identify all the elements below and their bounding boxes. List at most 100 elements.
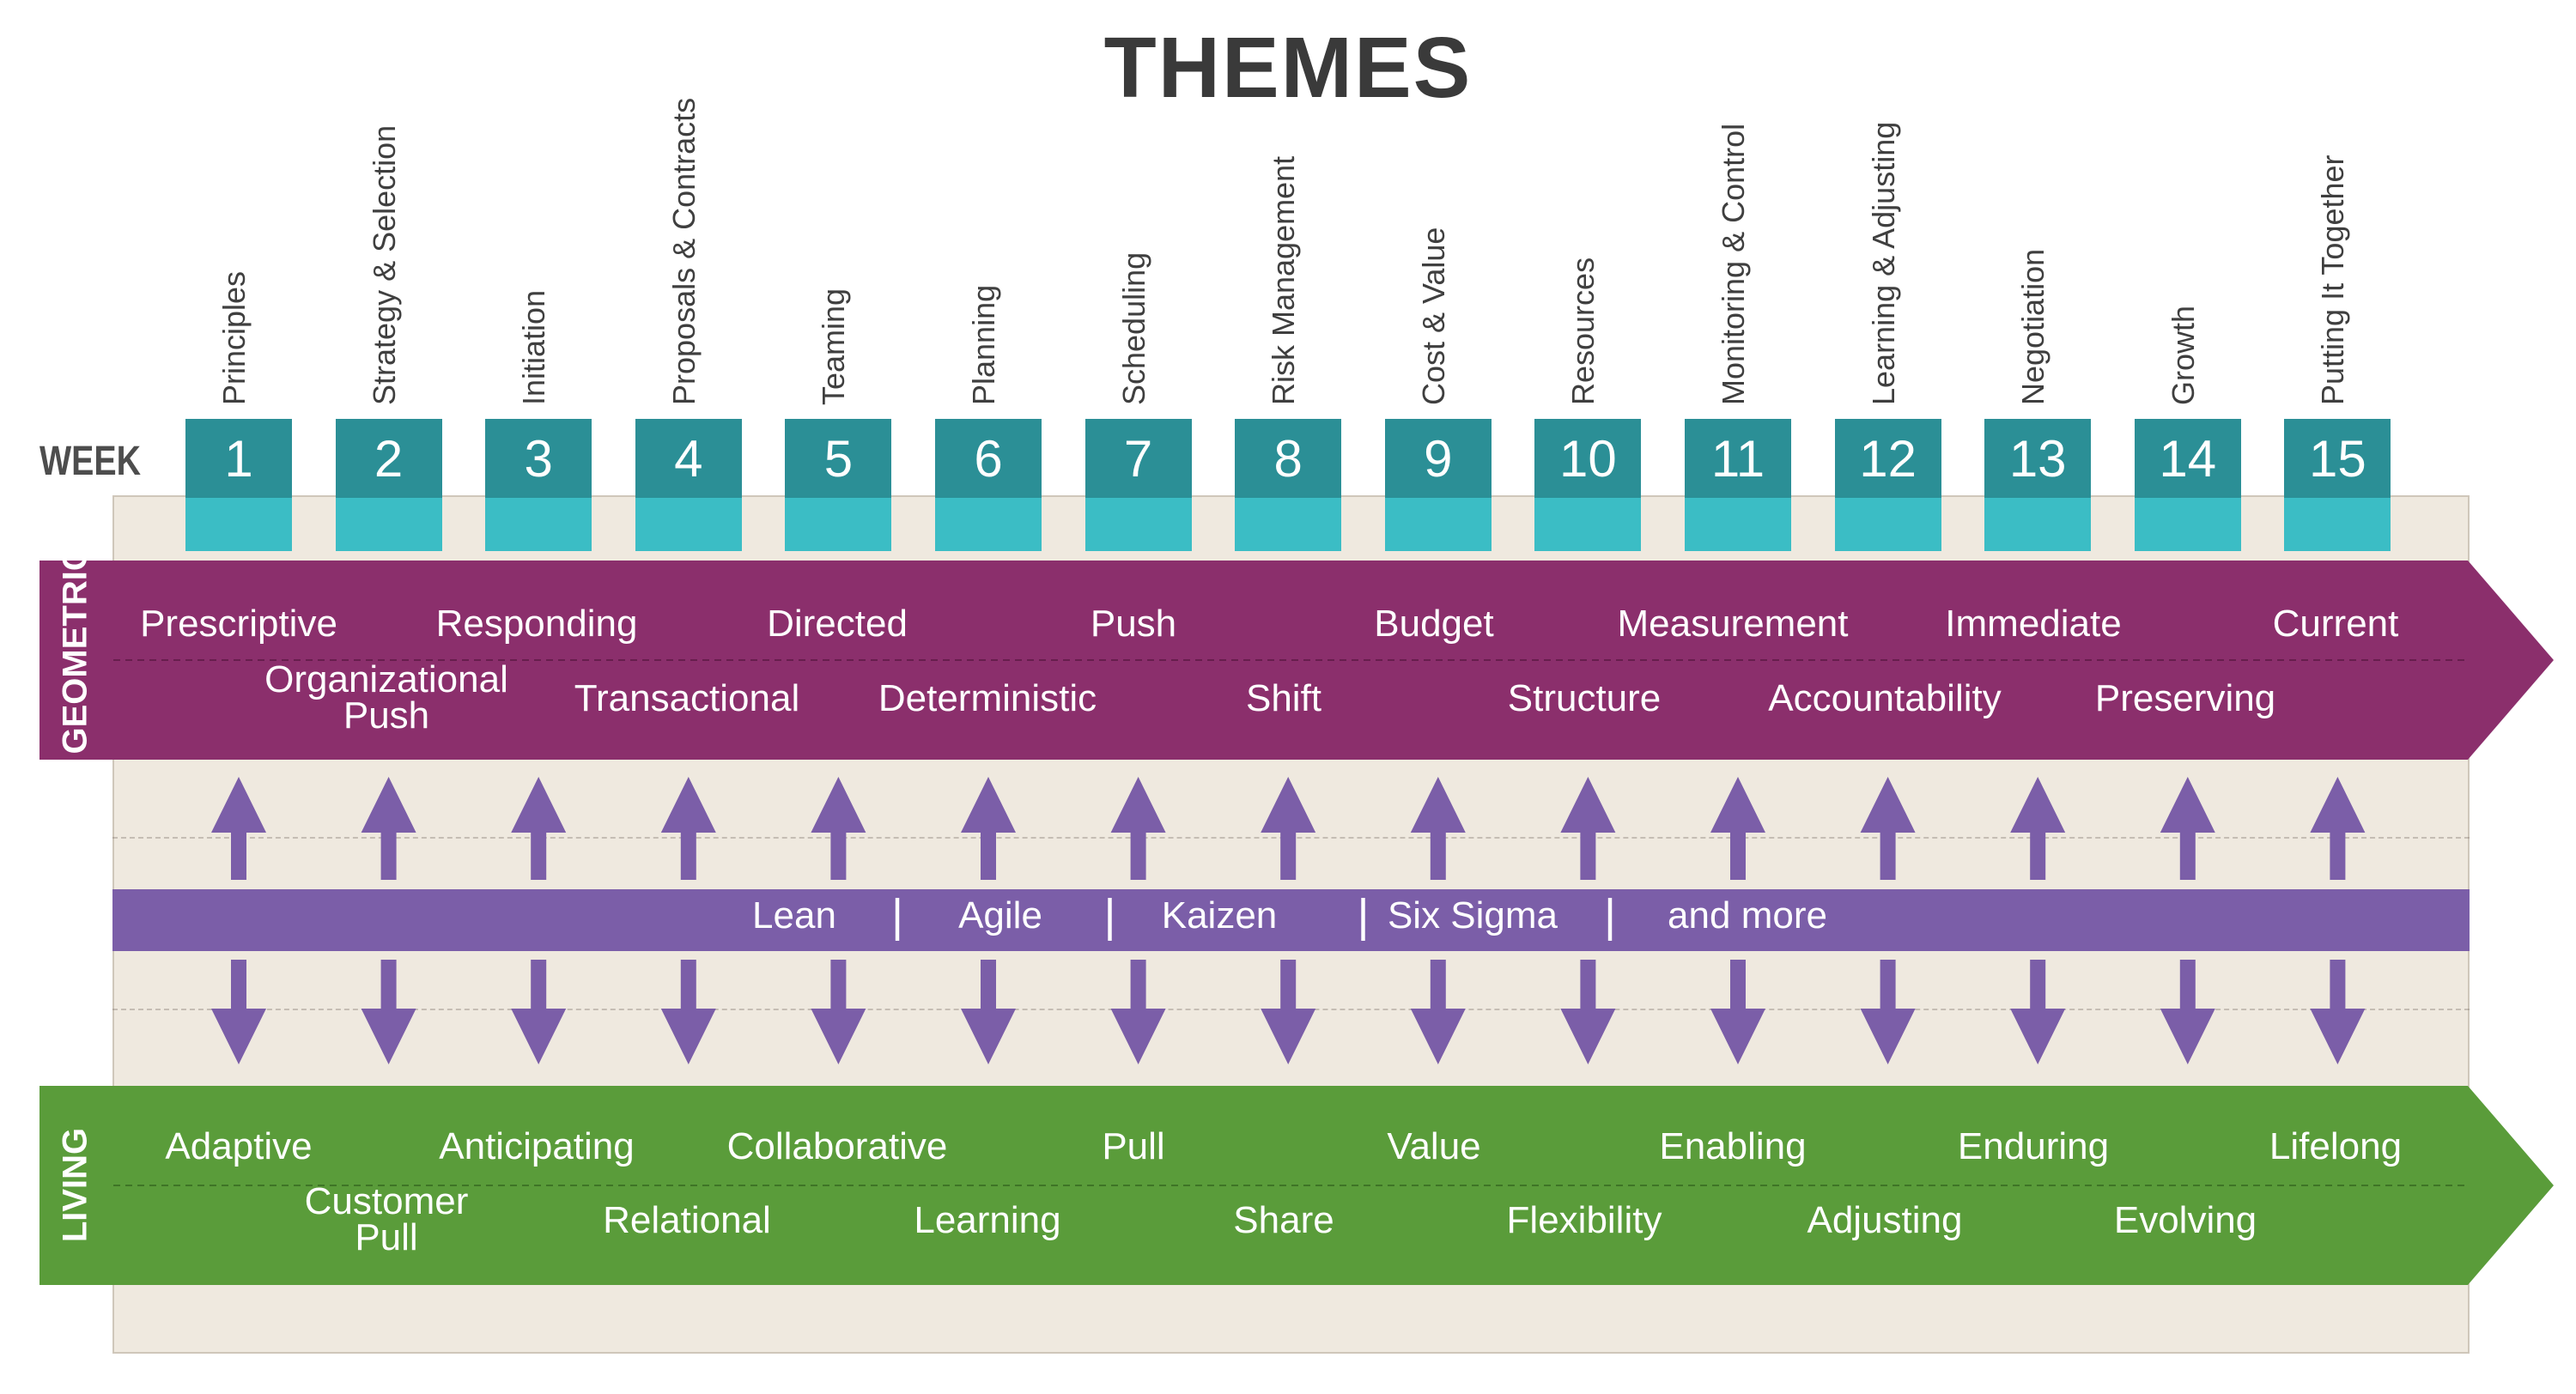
geometric-theme: Responding bbox=[435, 603, 638, 645]
week-number: 7 bbox=[1084, 419, 1192, 498]
living-band bbox=[39, 1086, 2554, 1285]
method-item: Kaizen bbox=[1161, 894, 1278, 936]
down-arrow-icon bbox=[2310, 960, 2366, 1064]
week-number: 3 bbox=[485, 419, 592, 498]
week-number: 12 bbox=[1834, 419, 1941, 498]
week-topic-label: Monitoring & Control bbox=[1716, 123, 1751, 405]
geometric-theme: Shift bbox=[1245, 677, 1322, 719]
week-topic-label: Growth bbox=[2165, 305, 2201, 405]
geometric-band bbox=[39, 561, 2554, 760]
down-arrow-icon bbox=[961, 960, 1016, 1064]
week-number: 1 bbox=[185, 419, 292, 498]
living-theme: Enabling bbox=[1659, 1125, 1807, 1167]
geometric-theme: Transactional bbox=[574, 677, 800, 719]
week-topic-label: Negotiation bbox=[2015, 248, 2051, 405]
geometric-theme-line: Deterministic bbox=[878, 677, 1097, 719]
down-arrow-icon bbox=[811, 960, 866, 1064]
living-theme: Anticipating bbox=[439, 1125, 635, 1167]
week-topic-label: Scheduling bbox=[1115, 252, 1151, 405]
week-topic-label: Initiation bbox=[516, 289, 552, 405]
up-arrow-icon bbox=[511, 777, 567, 880]
living-theme: Collaborative bbox=[726, 1125, 948, 1167]
week-number: 5 bbox=[785, 419, 892, 498]
living-theme: Share bbox=[1233, 1202, 1334, 1239]
week-box-base bbox=[1534, 498, 1642, 551]
week-topic-label: Planning bbox=[966, 284, 1001, 405]
week-box: 6 bbox=[935, 419, 1042, 551]
geometric-theme: Prescriptive bbox=[140, 603, 337, 645]
week-number: 4 bbox=[635, 419, 742, 498]
week-box: 5 bbox=[785, 419, 892, 551]
week-box-base bbox=[335, 498, 442, 551]
living-theme: Enduring bbox=[1957, 1125, 2110, 1167]
week-box: 11 bbox=[1685, 419, 1791, 551]
week-box-base bbox=[185, 498, 292, 551]
geometric-theme: Immediate bbox=[1945, 603, 2122, 645]
down-arrow-icon bbox=[1410, 960, 1466, 1064]
up-arrow-icon bbox=[1410, 777, 1466, 880]
geometric-theme-line: Organizational bbox=[264, 658, 508, 700]
week-box-base bbox=[2134, 498, 2241, 551]
geometric-theme: Measurement bbox=[1617, 603, 1849, 645]
week-topic-label: Proposals & Contracts bbox=[665, 97, 702, 405]
week-topic-label: Learning & Adjusting bbox=[1865, 121, 1901, 405]
week-number: 13 bbox=[1984, 419, 2092, 498]
living-theme-line: Flexibility bbox=[1506, 1199, 1662, 1241]
week-box-base bbox=[2284, 498, 2391, 551]
week-topic-label: Cost & Value bbox=[1415, 227, 1451, 405]
up-arrow-icon bbox=[1261, 777, 1316, 880]
week-box-base bbox=[1384, 498, 1492, 551]
geometric-theme-line: Preserving bbox=[2094, 677, 2276, 719]
week-box: 4 bbox=[635, 419, 742, 551]
week-topic-label: Risk Management bbox=[1266, 155, 1302, 405]
living-theme: Pull bbox=[1102, 1125, 1165, 1167]
week-box-base bbox=[1834, 498, 1941, 551]
week-box-base bbox=[785, 498, 892, 551]
living-theme-line: Learning bbox=[914, 1199, 1061, 1241]
week-box: 10 bbox=[1534, 419, 1642, 551]
geometric-theme-line: Shift bbox=[1245, 677, 1322, 719]
geometric-theme: Structure bbox=[1507, 677, 1662, 719]
method-item: and more bbox=[1668, 894, 1827, 936]
geometric-theme-line: Push bbox=[343, 694, 430, 736]
down-arrow-icon bbox=[511, 960, 567, 1064]
week-box: 13 bbox=[1984, 419, 2092, 551]
living-theme: Evolving bbox=[2113, 1199, 2257, 1241]
geometric-theme-line: Transactional bbox=[574, 677, 800, 719]
week-topic-label: Principles bbox=[216, 270, 252, 405]
down-arrow-icon bbox=[1110, 960, 1166, 1064]
week-box: 9 bbox=[1384, 419, 1492, 551]
week-number: 6 bbox=[935, 419, 1042, 498]
down-arrow-icon bbox=[660, 960, 716, 1064]
up-arrow-icon bbox=[1860, 777, 1916, 880]
week-topic-label: Resources bbox=[1565, 257, 1601, 405]
week-number: 8 bbox=[1235, 419, 1342, 498]
week-box: 2 bbox=[335, 419, 442, 551]
geometric-theme: Deterministic bbox=[878, 677, 1097, 719]
week-label: WEEK bbox=[39, 439, 142, 484]
week-box: 8 bbox=[1235, 419, 1342, 551]
geometric-theme: Preserving bbox=[2094, 677, 2276, 719]
living-theme: Adjusting bbox=[1807, 1202, 1962, 1239]
week-topic-label: Putting It Together bbox=[2315, 155, 2351, 405]
method-item: Lean bbox=[752, 894, 836, 936]
method-item: Agile bbox=[958, 894, 1042, 936]
week-number: 15 bbox=[2284, 419, 2391, 498]
down-arrow-icon bbox=[2160, 960, 2215, 1064]
method-item: Six Sigma bbox=[1387, 894, 1558, 936]
down-arrow-icon bbox=[1710, 960, 1765, 1064]
week-box-base bbox=[635, 498, 742, 551]
week-box-base bbox=[1084, 498, 1192, 551]
methods-bar bbox=[112, 889, 2470, 951]
week-number: 14 bbox=[2134, 419, 2241, 498]
geometric-theme: Current bbox=[2272, 603, 2399, 645]
geometric-theme: Accountability bbox=[1768, 680, 2001, 718]
week-box: 15 bbox=[2284, 419, 2391, 551]
down-arrow-icon bbox=[1860, 960, 1916, 1064]
geometric-theme-line: Structure bbox=[1507, 677, 1662, 719]
method-separator: | bbox=[1603, 890, 1617, 942]
geometric-theme: Push bbox=[1090, 603, 1177, 645]
living-theme-line: Evolving bbox=[2113, 1199, 2257, 1241]
down-arrow-icon bbox=[361, 960, 416, 1064]
